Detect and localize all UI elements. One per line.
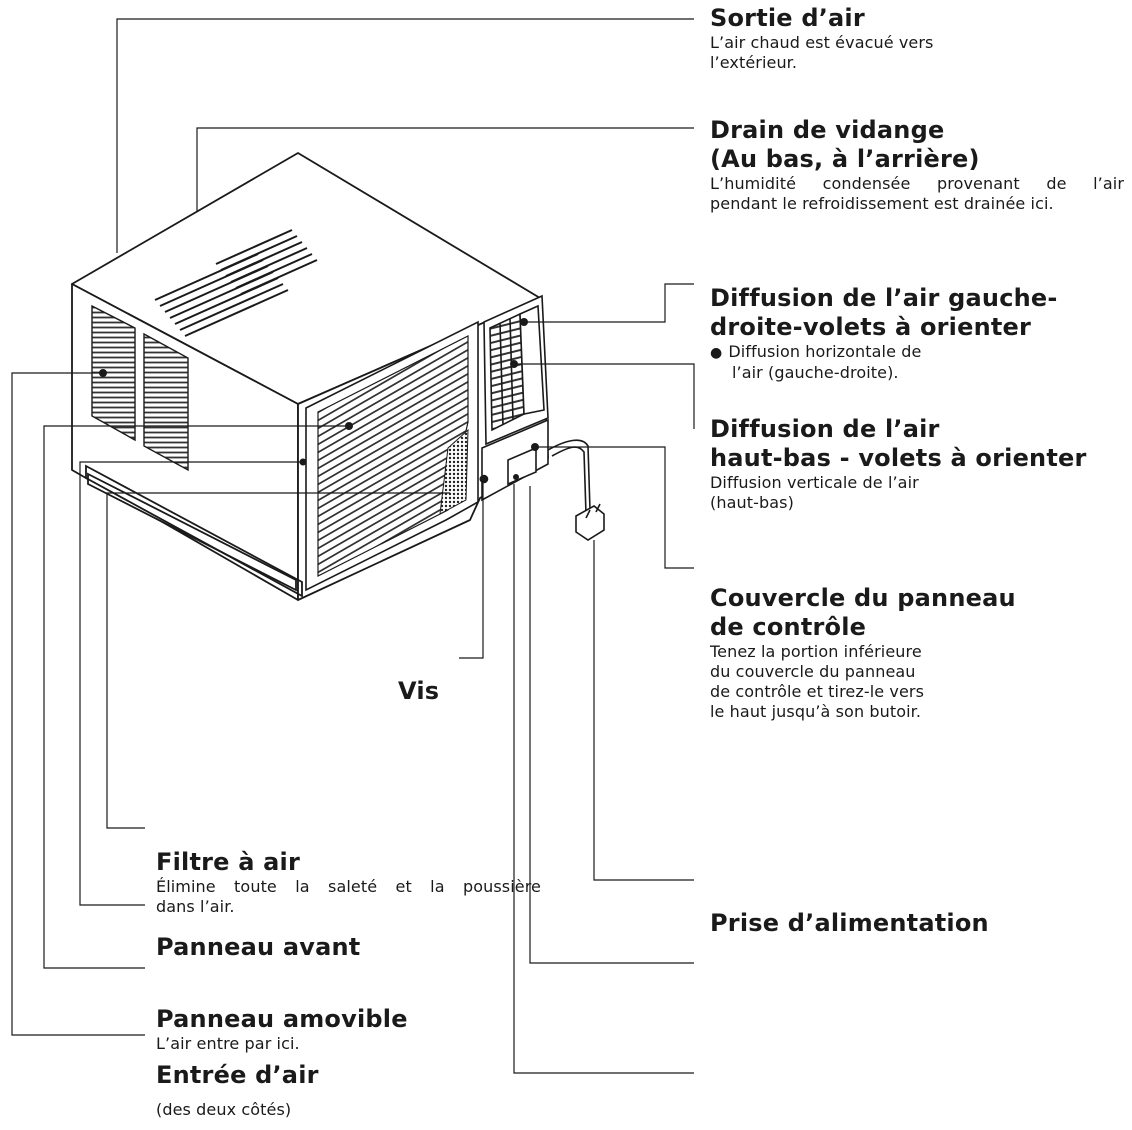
label-prise: Prise d’alimentation [710,909,989,938]
bottom-rail [85,464,303,598]
label-drain-title-1: Drain de vidange [710,116,945,144]
louver-box [483,294,549,446]
leader-filtre-2 [79,461,303,906]
label-couvercle-title-1: Couvercle du panneau [710,584,1016,612]
label-drain-title-2: (Au bas, à l’arrière) [710,145,980,173]
label-entree-air-title: Entrée d’air [156,1061,319,1089]
label-diffusion-gd-desc-1: Diffusion horizontale de [710,342,1058,363]
label-vis-title: Vis [398,677,440,705]
leader-control [513,484,694,1074]
label-panneau-avant-title: Panneau avant [156,933,361,961]
label-diffusion-hb-desc-1: Diffusion verticale de l’air [710,473,919,492]
top-vents [154,229,318,337]
label-diffusion-gd-title-2: droite-volets à orienter [710,313,1032,341]
label-filtre-title: Filtre à air [156,848,300,876]
leader-couvercle-bas [529,486,694,964]
label-filtre-desc-2: dans l’air. [156,897,235,916]
label-diffusion-hb-title-1: Diffusion de l’air [710,415,940,443]
label-diffusion-hb-title-2: haut-bas - volets à orienter [710,444,1087,472]
leader-filtre [106,492,450,829]
label-couvercle-desc-2: du couvercle du panneau [710,662,916,681]
label-entree-air: Entrée d’air (des deux côtés) [156,1061,319,1120]
leader-prise [593,540,694,881]
label-sortie-air-title: Sortie d’air [710,4,865,32]
left-right-louvers [489,312,525,432]
label-filtre: Filtre à air Élimine toute la saleté et … [156,848,541,917]
leader-lines [11,18,695,1074]
leader-couvercle [535,446,694,569]
label-panneau-amovible: Panneau amovible L’air entre par ici. [156,1005,408,1054]
leader-panneau-amovible [11,372,145,1036]
power-plug-icon [575,505,605,541]
label-filtre-desc-1: Élimine toute la saleté et la poussière [156,877,541,896]
label-couvercle-desc-1: Tenez la portion inférieure [710,642,922,661]
label-diffusion-hb-desc-2: (haut-bas) [710,493,794,512]
leader-sortie-air [116,18,694,253]
leader-diffusion-hb [514,363,695,429]
label-drain-desc-2: pendant le refroidissement est drainée i… [710,194,1054,213]
label-couvercle-desc-4: le haut jusqu’à son butoir. [710,702,922,721]
label-couvercle-title-2: de contrôle [710,613,867,641]
label-prise-title: Prise d’alimentation [710,909,989,937]
label-drain-desc-1: L’humidité condensée provenant de l’air [710,174,1124,193]
label-couvercle: Couvercle du panneau de contrôle Tenez l… [710,584,1016,722]
side-vents [91,304,189,472]
label-entree-air-desc: (des deux côtés) [156,1100,292,1119]
label-couvercle-desc-3: de contrôle et tirez-le vers [710,682,925,701]
label-drain: Drain de vidange (Au bas, à l’arrière) L… [710,116,1124,214]
label-panneau-amovible-title: Panneau amovible [156,1005,408,1033]
label-sortie-air-desc-1: L’air chaud est évacué vers [710,33,934,52]
label-panneau-avant: Panneau avant [156,933,360,962]
leader-diffusion-gd [524,283,694,323]
label-sortie-air-desc-2: l’extérieur. [710,53,798,72]
label-diffusion-gd-title-1: Diffusion de l’air gauche- [710,284,1058,312]
leader-panneau-avant [43,425,349,969]
label-sortie-air: Sortie d’air L’air chaud est évacué vers… [710,4,934,73]
label-diffusion-hb: Diffusion de l’air haut-bas - volets à o… [710,415,1087,513]
label-panneau-amovible-desc: L’air entre par ici. [156,1034,300,1053]
leader-vis [459,479,484,659]
label-diffusion-gd: Diffusion de l’air gauche- droite-volets… [710,284,1058,383]
leader-drain [196,127,694,211]
label-vis: Vis [398,677,439,706]
power-cord [547,439,605,541]
label-diffusion-gd-desc-2: l’air (gauche-droite). [732,363,899,382]
